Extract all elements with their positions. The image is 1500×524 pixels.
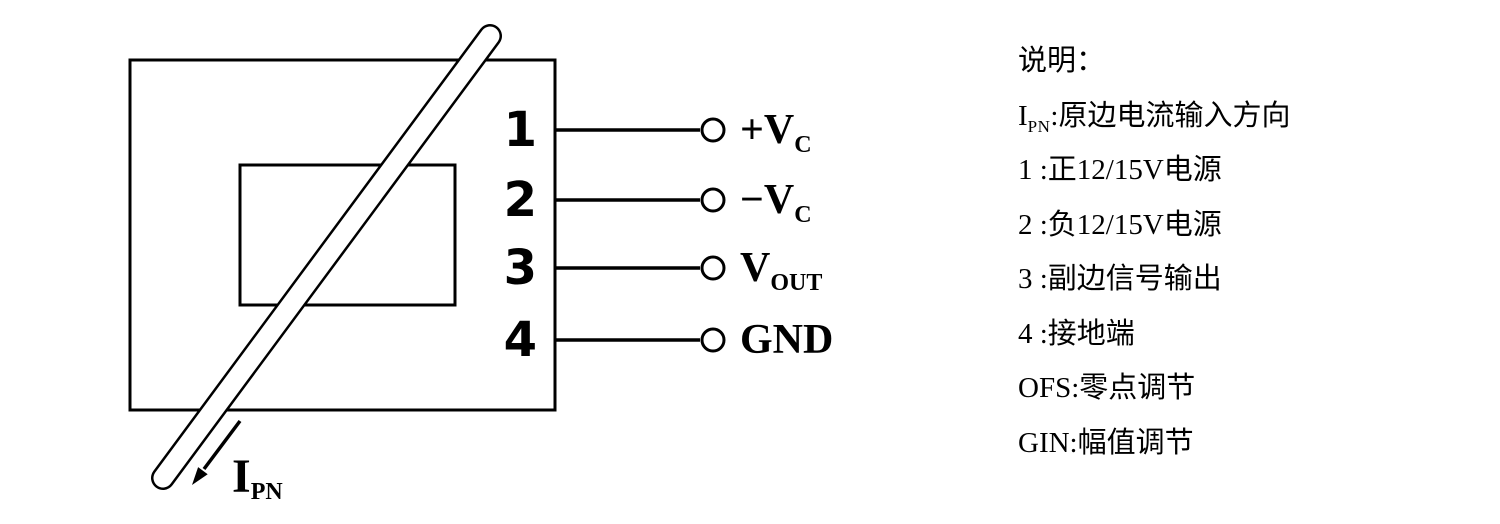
pin-label: GND [740, 317, 833, 363]
note-item-pin2: 2 :负12/15V电源 [1018, 198, 1290, 253]
pin-label-main: GND [740, 317, 833, 363]
pin-label: +VC [740, 107, 812, 158]
pin-row-1: 1 +VC [504, 102, 812, 158]
arrow-head [192, 467, 208, 485]
note-rest: :幅值调节 [1069, 426, 1194, 459]
pin-number: 3 [504, 240, 537, 296]
note-pre: 3 [1018, 263, 1033, 295]
note-sub: PN [1027, 116, 1051, 136]
note-item-gin: GIN:幅值调节 [1018, 416, 1290, 471]
note-rest: :接地端 [1032, 317, 1135, 350]
pin-label-main: V [740, 245, 770, 291]
notes-title: 说明： [1018, 45, 1106, 77]
primary-current-label-main: I [232, 450, 251, 503]
note-rest: :正12/15V电源 [1032, 154, 1222, 186]
sensor-diagram: IPN 1 +VC 2 −VC 3 VOUT 4 GND [128, 24, 834, 505]
note-pre: I [1018, 99, 1028, 132]
arrow-shaft [202, 419, 242, 471]
rod-fill [153, 26, 500, 488]
pin-row-2: 2 −VC [504, 172, 812, 228]
current-direction-arrow-icon [192, 419, 242, 485]
primary-conductor-rod [151, 24, 502, 490]
sensor-body-outline [128, 58, 557, 412]
note-item-ofs: OFS:零点调节 [1018, 361, 1290, 416]
pin-label-main: +V [740, 107, 794, 153]
pin-number: 4 [504, 312, 537, 368]
pin-number: 2 [504, 172, 537, 228]
primary-current-label-sub: PN [251, 479, 284, 505]
note-pre: GIN [1018, 426, 1070, 459]
note-rest: :零点调节 [1071, 372, 1196, 404]
note-pre: OFS [1018, 372, 1072, 404]
note-pre: 4 [1018, 317, 1033, 350]
pin-label: VOUT [740, 245, 822, 296]
pin-number: 1 [504, 102, 537, 158]
pin-terminal-circle [700, 187, 726, 213]
pin-label-sub: OUT [770, 270, 822, 296]
note-pre: 2 [1018, 208, 1033, 241]
note-item-pin3: 3 :副边信号输出 [1018, 252, 1290, 307]
pin-terminal-circle [700, 255, 726, 281]
note-rest: :负12/15V电源 [1032, 208, 1222, 241]
note-item-pin4: 4 :接地端 [1018, 307, 1290, 362]
note-rest: :原边电流输入方向 [1050, 99, 1291, 132]
pin-label-sub: C [794, 132, 811, 158]
note-pre: 1 [1018, 154, 1033, 186]
note-rest: :副边信号输出 [1032, 263, 1222, 295]
pin-label-sub: C [794, 202, 811, 228]
note-item-ipn: IPN:原边电流输入方向 [1018, 89, 1290, 144]
pin-terminal-circle [700, 117, 726, 143]
pin-row-4: 4 GND [504, 312, 834, 368]
pin-label: −VC [740, 177, 812, 228]
sensor-aperture-outline [238, 163, 457, 307]
primary-current-label: IPN [232, 450, 283, 505]
pin-row-3: 3 VOUT [504, 240, 823, 296]
notes-panel: 说明： IPN:原边电流输入方向 1 :正12/15V电源 2 :负12/15V… [1018, 34, 1290, 470]
note-item-pin1: 1 :正12/15V电源 [1018, 143, 1290, 198]
pin-terminal-circle [700, 327, 726, 353]
pin-label-main: −V [740, 177, 794, 223]
